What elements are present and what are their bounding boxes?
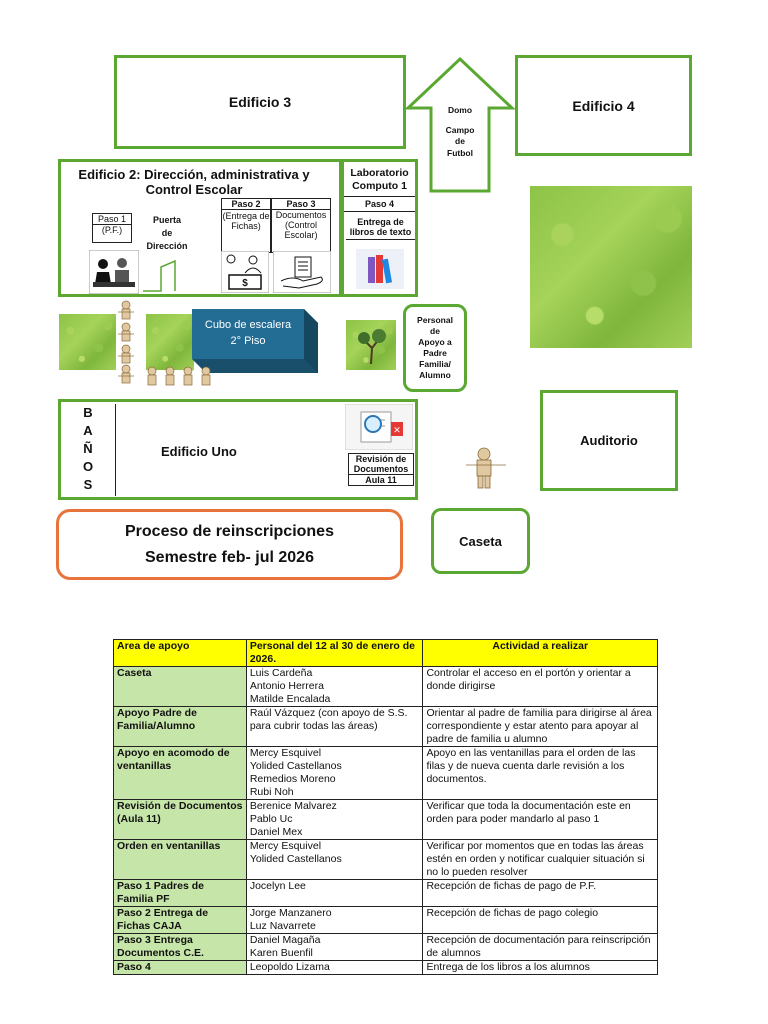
- caseta-label: Caseta: [459, 533, 502, 549]
- table-row: Apoyo Padre de Familia/Alumno Raúl Vázqu…: [113, 706, 658, 747]
- edificio-3-box: Edificio 3: [114, 55, 406, 149]
- header-personal: Personal del 12 al 30 de enero de 2026.: [245, 639, 424, 667]
- header-actividad: Actividad a realizar: [422, 639, 658, 667]
- caseta-box: Caseta: [431, 508, 530, 574]
- personal-apoyo-box: Personal de Apoyo a Padre Familia/ Alumn…: [403, 304, 467, 392]
- grass-tree-image: [346, 320, 396, 370]
- table-row: Paso 3 Entrega Documentos C.E. Daniel Ma…: [113, 933, 658, 961]
- cashier-icon: $: [221, 251, 269, 293]
- entrega-libros-label: Entrega de libros de texto: [346, 217, 415, 240]
- tree-icon: [358, 329, 386, 365]
- grass-field-image: [530, 186, 692, 348]
- staff-figures-icon: [118, 300, 211, 386]
- edificio-2-box: Edificio 2: Dirección, administrativa y …: [58, 159, 342, 297]
- paso2-box: Paso 2 (Entrega de Fichas): [221, 198, 271, 253]
- stair-cube-shape: [192, 309, 318, 373]
- semestre-title: Semestre feb- jul 2026: [145, 548, 314, 566]
- svg-text:✕: ✕: [393, 425, 401, 435]
- edificio-uno-box: B A Ñ O S Edificio Uno ✕ Revisión de Doc…: [58, 399, 418, 500]
- edificio-2-title: Edificio 2: Dirección, administrativa y …: [78, 167, 310, 197]
- auditorio-label: Auditorio: [580, 433, 638, 448]
- stair-cube-label: Cubo de escalera 2° Piso: [204, 319, 292, 347]
- table-header-row: Area de apoyo Personal del 12 al 30 de e…: [113, 639, 658, 667]
- edificio-4-label: Edificio 4: [572, 97, 635, 114]
- paso3-box: Paso 3 Documentos (Control Escolar): [271, 198, 331, 253]
- svg-text:$: $: [242, 278, 248, 289]
- table-row: Paso 2 Entrega de Fichas CAJA Jorge Manz…: [113, 906, 658, 934]
- table-row: Paso 4 Leopoldo Lizama Entrega de los li…: [113, 960, 658, 975]
- grass-patch-middle: [146, 314, 194, 370]
- edificio-uno-label: Edificio Uno: [161, 444, 237, 459]
- director-desk-icon: [89, 250, 139, 294]
- banos-divider: [115, 404, 116, 496]
- revision-box: Revisión de Documentos Aula 11: [348, 453, 414, 486]
- document-review-icon: ✕: [345, 404, 413, 450]
- banos-label: B A Ñ O S: [82, 405, 94, 492]
- domo-label: Domo Campo de Futbol: [445, 105, 475, 158]
- books-icon: [356, 249, 404, 289]
- domo-arrow-icon: [405, 56, 515, 193]
- proceso-title-box: Proceso de reinscripciones Semestre feb-…: [56, 509, 403, 580]
- door-icon: [143, 259, 176, 292]
- paso4-label: Paso 4: [344, 196, 415, 212]
- edificio-4-box: Edificio 4: [515, 55, 692, 156]
- laboratorio-label: Laboratorio: [350, 167, 409, 179]
- proceso-title: Proceso de reinscripciones: [125, 522, 334, 540]
- table-row: Apoyo en acomodo de ventanillas Mercy Es…: [113, 746, 658, 800]
- guard-figure-icon: [466, 447, 506, 489]
- paso1-box: Paso 1 (P.F.): [92, 213, 132, 243]
- puerta-label: Puerta de Dirección: [146, 215, 188, 251]
- document-hand-icon: [273, 251, 331, 293]
- staff-table: Area de apoyo Personal del 12 al 30 de e…: [113, 639, 658, 975]
- auditorio-box: Auditorio: [540, 390, 678, 491]
- grass-patch-left: [59, 314, 116, 370]
- edificio-3-label: Edificio 3: [228, 94, 292, 110]
- header-area: Area de apoyo: [113, 639, 247, 667]
- laboratorio-box: Laboratorio Computo 1 Paso 4 Entrega de …: [341, 159, 418, 297]
- table-row: Revisión de Documentos (Aula 11) Berenic…: [113, 799, 658, 840]
- table-row: Paso 1 Padres de Familia PF Jocelyn Lee …: [113, 879, 658, 907]
